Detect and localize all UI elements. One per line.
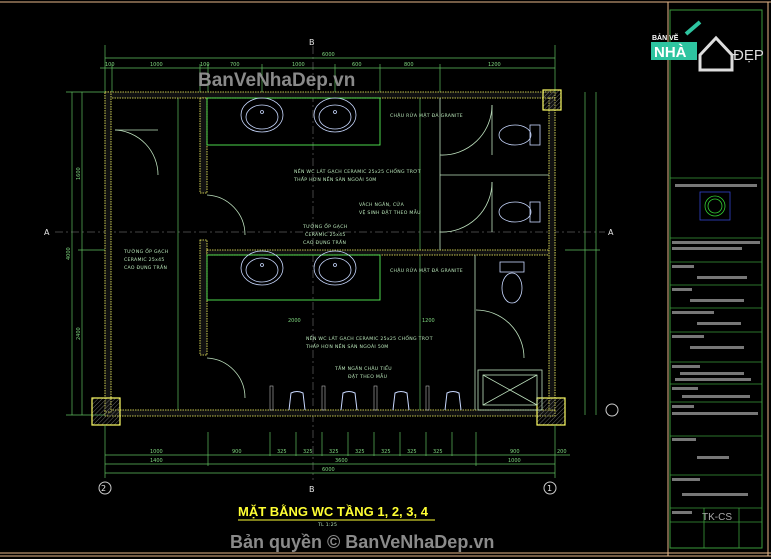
- axis-label-b-top: B: [309, 38, 315, 47]
- dim-label: 325: [433, 449, 443, 455]
- dim-label: 1200: [488, 62, 501, 68]
- note-sink-top: CHẬU RỬA MẶT ĐÁ GRANITE: [390, 111, 463, 119]
- dim-label: 325: [381, 449, 391, 455]
- dim-inner-2: 1200: [422, 318, 435, 324]
- drawing-title: MẶT BẰNG WC TẦNG 1, 2, 3, 4: [238, 504, 429, 519]
- note-floor-top-2: THẤP HƠN NỀN SÀN NGOÀI 50M: [293, 175, 377, 183]
- dim-left-lower: 2400: [76, 327, 82, 340]
- note-partition-2: VỆ SINH ĐẶT THEO MẪU: [359, 208, 421, 216]
- toilet-icon: [499, 261, 525, 304]
- drawing-scale: TL 1:25: [317, 522, 337, 528]
- dim-label: 1400: [150, 458, 163, 464]
- logo-dep: ĐẸP: [733, 47, 764, 64]
- urinals: [269, 385, 462, 411]
- dim-bottom-segments: 1000 900 325 325 325 325 325 325 325 900…: [150, 449, 567, 473]
- note-tile-3: CAO ĐỤNG TRẦN: [303, 238, 346, 246]
- sink-icon: [240, 250, 284, 286]
- sink-icon: [240, 97, 284, 133]
- axis-bubble-2: 2: [98, 481, 112, 495]
- dim-label: 325: [277, 449, 287, 455]
- note-floor-bottom-2: THẤP HƠN NỀN SÀN NGOÀI 50M: [305, 342, 389, 350]
- note-tile-left-2: CERAMIC 25x45: [124, 257, 165, 263]
- shower-box: [477, 369, 543, 411]
- toilet-stalls: [114, 98, 549, 410]
- dim-left-upper: 1600: [76, 167, 82, 180]
- note-tile-1: TƯỜNG ỐP GẠCH: [302, 222, 348, 230]
- dim-label: 325: [407, 449, 417, 455]
- dimensions-bottom: [104, 425, 570, 478]
- dim-label: 6000: [322, 467, 335, 473]
- logo-nha: NHÀ: [654, 44, 687, 61]
- toilet-icon: [498, 124, 541, 146]
- sheet-code: TK-CS: [702, 512, 732, 523]
- axis-bubble-right: [605, 403, 619, 417]
- dim-label: 325: [303, 449, 313, 455]
- dim-label: 325: [355, 449, 365, 455]
- dim-label: 800: [404, 62, 414, 68]
- dim-label: 900: [232, 449, 242, 455]
- note-urinal-1: TẤM NGĂN CHẬU TIỂU: [334, 364, 392, 372]
- note-tile-left-1: TƯỜNG ỐP GẠCH: [123, 247, 169, 255]
- dim-left-overall: 4000: [66, 247, 72, 260]
- dim-label: 1000: [150, 449, 163, 455]
- urinal-icon: [288, 391, 306, 411]
- sink-icon: [313, 250, 357, 286]
- sinks: [240, 97, 357, 286]
- dim-label: 1000: [508, 458, 521, 464]
- note-tile-left-3: CAO ĐỤNG TRẦN: [124, 263, 167, 271]
- dim-label: 1000: [292, 62, 305, 68]
- dim-top-segments: 100 1000 100 700 1000 600 800 1200: [105, 62, 501, 68]
- toilets: [498, 124, 541, 304]
- walls: [104, 91, 556, 417]
- urinal-icon: [392, 391, 410, 411]
- dim-top-overall: 6000: [322, 52, 335, 58]
- dim-label: 100: [105, 62, 115, 68]
- urinal-icon: [444, 391, 462, 411]
- toilet-icon: [498, 201, 541, 223]
- title-block-text-placeholders: [672, 184, 760, 514]
- dim-label: 200: [557, 449, 567, 455]
- dim-inner-1: 2000: [288, 318, 301, 324]
- watermark-bottom: Bản quyền © BanVeNhaDep.vn: [230, 532, 494, 552]
- axis-label-b-bottom: B: [309, 485, 315, 494]
- title-block: [670, 177, 762, 548]
- dim-label: 700: [230, 62, 240, 68]
- note-partition-1: VÁCH NGĂN, CỬA: [359, 200, 405, 208]
- dimensions-top: [100, 45, 556, 92]
- dim-label: 900: [510, 449, 520, 455]
- note-urinal-2: ĐẶT THEO MẪU: [348, 372, 387, 380]
- axis-label-1: 1: [547, 484, 552, 493]
- note-floor-top-1: NỀN WC LÁT GẠCH CERAMIC 25x25 CHỐNG TRƠT: [294, 167, 421, 175]
- logo: BẢN VẼ NHÀ ĐẸP: [651, 20, 764, 72]
- urinal-icon: [340, 391, 358, 411]
- dim-label: 325: [329, 449, 339, 455]
- dim-label: 600: [352, 62, 362, 68]
- axis-label-a-left: A: [44, 228, 50, 237]
- note-sink-bottom: CHẬU RỬA MẶT ĐÁ GRANITE: [390, 266, 463, 274]
- dim-label: 100: [200, 62, 210, 68]
- axis-label-2: 2: [101, 484, 106, 493]
- logo-line1: BẢN VẼ: [652, 33, 679, 42]
- axis-bubble-1: 1: [543, 481, 557, 495]
- dim-label: 3600: [335, 458, 348, 464]
- watermark-top: BanVeNhaDep.vn: [198, 70, 355, 91]
- axis-label-a-right: A: [608, 228, 614, 237]
- dim-label: 1000: [150, 62, 163, 68]
- note-floor-bottom-1: NỀN WC LÁT GẠCH CERAMIC 25x25 CHỐNG TRƠT: [306, 334, 433, 342]
- note-tile-2: CERAMIC 25x45: [305, 232, 346, 238]
- sink-icon: [313, 97, 357, 133]
- sink-counters: [206, 97, 381, 301]
